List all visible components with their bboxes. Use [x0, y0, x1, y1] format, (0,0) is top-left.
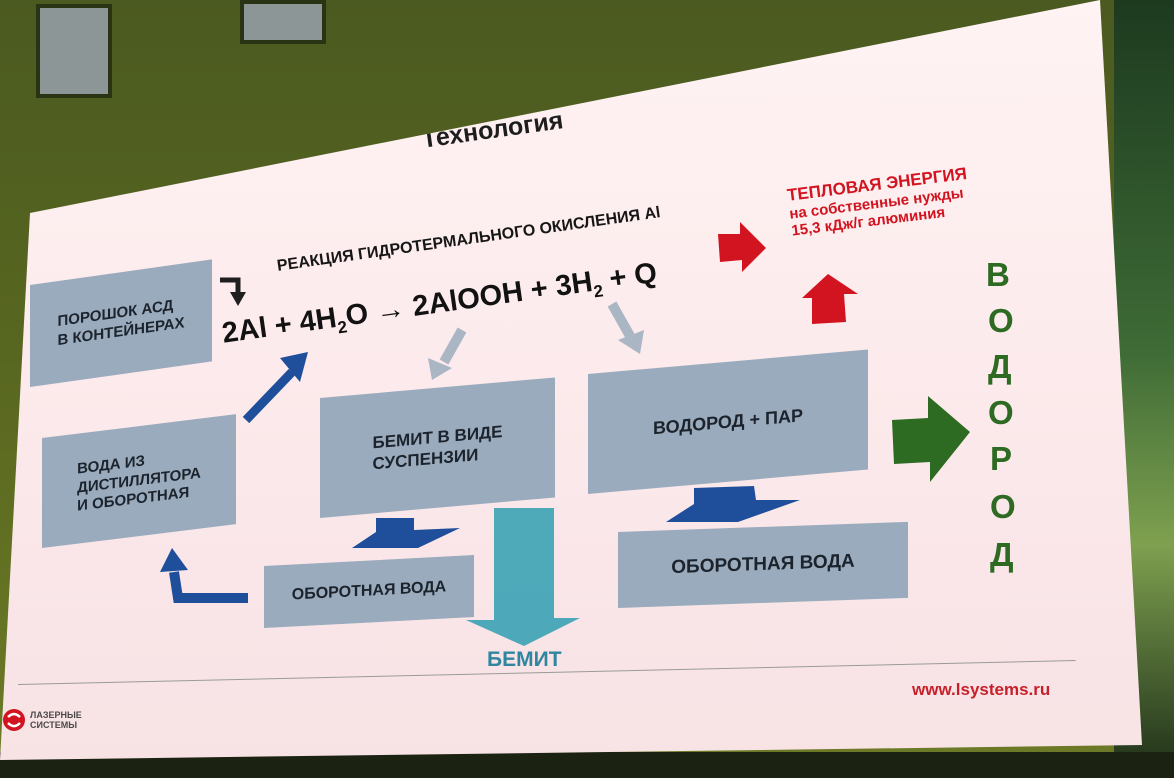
powder-to-reaction-arrow-icon	[220, 280, 246, 306]
hydrogen-down-arrow-icon	[666, 486, 800, 522]
heat-up-arrow-icon	[802, 274, 858, 324]
reaction-to-hydrogen-arrow-icon	[612, 304, 644, 354]
water-to-reaction-arrow-icon	[246, 352, 308, 420]
hydrogen-output-arrow-icon	[892, 396, 970, 482]
wall-window	[240, 0, 326, 44]
wall-window	[36, 4, 112, 98]
recycled-water-return-arrow-icon	[160, 548, 248, 598]
reaction-to-boehmite-arrow-icon	[428, 330, 462, 380]
boehmite-down-arrow-icon	[352, 518, 460, 548]
heat-right-arrow-icon	[718, 222, 766, 272]
boehmite-output-arrow-icon	[466, 508, 580, 646]
